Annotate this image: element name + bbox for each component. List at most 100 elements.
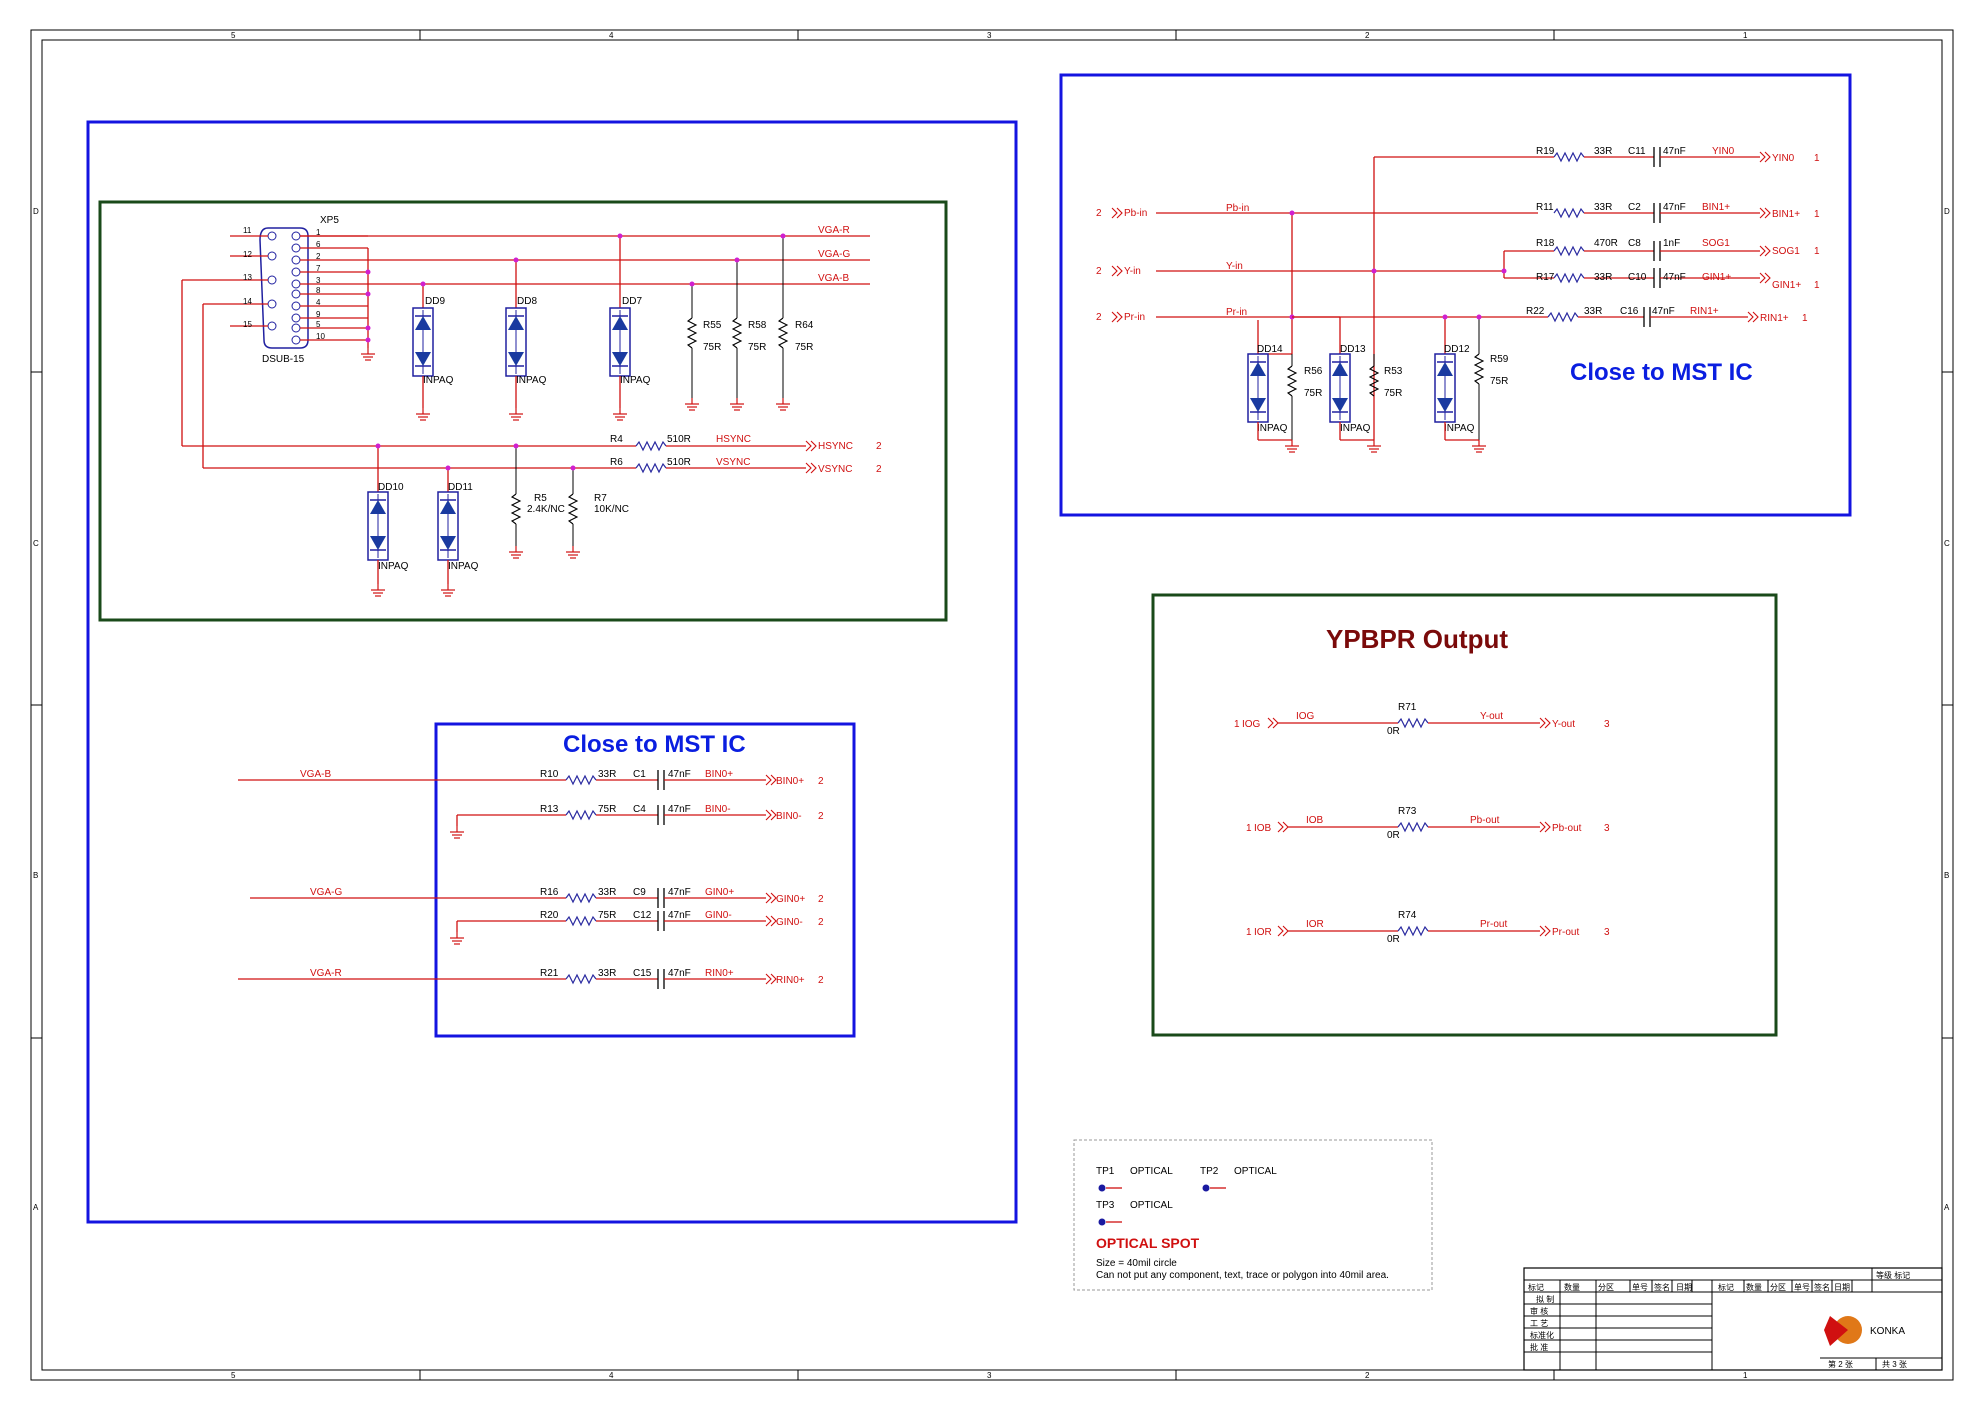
res-ref: R53: [1384, 366, 1403, 377]
tb-sheet-total: 共 3 张: [1882, 1360, 1907, 1369]
res-val: 33R: [598, 887, 616, 898]
res-ref: R7: [594, 493, 607, 504]
port-label: RIN1+: [1760, 313, 1789, 324]
net-label: RIN1+: [1690, 306, 1719, 317]
tb-hdr: 单号: [1632, 1282, 1648, 1292]
pin-label: 8: [316, 286, 321, 295]
res-ref: R10: [540, 769, 559, 780]
res-ref: R64: [795, 320, 814, 331]
port-label: IOB: [1254, 823, 1272, 834]
res-ref: R11: [1536, 202, 1554, 213]
sheet-border: 5 4 3 2 1 5 4 3 2 1 D C B A D C B A: [30, 29, 1954, 1381]
tb-hdr: 签名: [1814, 1282, 1830, 1292]
vga-termination: R55 75R R58 75R R64 75R: [684, 233, 814, 411]
net-label: YIN0: [1712, 146, 1735, 157]
tb-role: 标准化: [1530, 1330, 1554, 1340]
tb-hdr: 单号: [1794, 1282, 1810, 1292]
res-ref: R74: [1398, 910, 1417, 921]
sync-section: R4 510R HSYNC HSYNC 2 R6 510R VSYNC VSYN…: [182, 434, 882, 597]
sheet-ref: 1: [1234, 719, 1240, 730]
diode-part: INPAQ: [620, 375, 651, 386]
net-label: Pr-in: [1226, 307, 1247, 318]
pin-label: 1: [316, 228, 321, 237]
col-label: 2: [1365, 1371, 1370, 1380]
cap-val: 47nF: [1663, 146, 1686, 157]
sheet-ref: 2: [876, 441, 882, 452]
diode-ref: DD8: [517, 296, 537, 307]
port-label: Pr-out: [1552, 927, 1579, 938]
port-label: BIN0-: [776, 811, 802, 822]
net-label: BIN1+: [1702, 202, 1730, 213]
port-label: GIN0+: [776, 894, 805, 905]
net-label: SOG1: [1702, 238, 1730, 249]
diode-ref: DD9: [425, 296, 445, 307]
res-ref: R58: [748, 320, 767, 331]
col-label: 4: [609, 31, 614, 40]
tb-hdr: 数量: [1746, 1282, 1762, 1292]
res-ref: R71: [1398, 702, 1417, 713]
pin-label: 10: [316, 332, 325, 341]
res-ref: R18: [1536, 238, 1555, 249]
sheet-ref: 3: [1604, 823, 1610, 834]
res-ref: R5: [534, 493, 547, 504]
col-label: 3: [987, 1371, 992, 1380]
ypbpr-rows: 1 IOG IOG R71 0R Y-out Y-out 3 1 IOB IOB…: [1234, 702, 1610, 945]
port-label: BIN0+: [776, 776, 804, 787]
sheet-ref: 3: [1604, 719, 1610, 730]
tb-hdr: 标记: [1528, 1282, 1544, 1292]
res-ref: R73: [1398, 806, 1417, 817]
net-label: IOG: [1296, 711, 1315, 722]
net-label: GIN1+: [1702, 272, 1731, 283]
cap-val: 47nF: [668, 804, 691, 815]
optical-note: Can not put any component, text, trace o…: [1096, 1270, 1389, 1281]
cap-ref: C11: [1628, 146, 1646, 157]
mst-right-circuit: 2 Pb-in Pb-in 2 Y-in Y-in 2 Pr-in Pr-in …: [1096, 146, 1820, 453]
tb-hdr: 日期: [1676, 1283, 1692, 1292]
sheet-ref: 1: [1814, 246, 1820, 257]
sheet-ref: 2: [818, 776, 824, 787]
optical-note: Size = 40mil circle: [1096, 1258, 1177, 1269]
net-label: RIN0+: [705, 968, 734, 979]
sheet-ref: 1: [1246, 823, 1252, 834]
diode-ref: DD14: [1257, 344, 1283, 355]
pin-label: 14: [243, 297, 252, 306]
port-label: Pr-in: [1124, 312, 1145, 323]
row-label: B: [33, 871, 38, 880]
sheet-ref: 3: [1604, 927, 1610, 938]
res-val: 75R: [1304, 388, 1322, 399]
cap-val: 47nF: [668, 887, 691, 898]
res-val: 10K/NC: [594, 504, 629, 515]
port-label: SOG1: [1772, 246, 1800, 257]
sheet-ref: 2: [818, 975, 824, 986]
net-label: IOR: [1306, 919, 1324, 930]
cap-ref: C12: [633, 910, 652, 921]
tb-role: 拟 制: [1536, 1294, 1554, 1304]
optical-title: OPTICAL SPOT: [1096, 1235, 1200, 1251]
res-ref: R20: [540, 910, 559, 921]
sheet-ref: 2: [818, 917, 824, 928]
row-label: A: [33, 1203, 39, 1212]
cap-ref: C9: [633, 887, 646, 898]
vga-input-frame: [98, 200, 948, 622]
net-label: BIN0-: [705, 804, 731, 815]
diode-ref: DD13: [1340, 344, 1366, 355]
net-label: VGA-R: [818, 225, 850, 236]
net-label: GIN0+: [705, 887, 734, 898]
cap-val: 47nF: [1663, 202, 1686, 213]
port-label: HSYNC: [818, 441, 853, 452]
konka-logo-icon: [1824, 1316, 1862, 1346]
net-label: VGA-B: [818, 273, 849, 284]
res-ref: R17: [1536, 272, 1555, 283]
mst-left-rows: VGA-B R10 33R C1 47nF BIN0+ BIN0+ 2 R13 …: [238, 769, 824, 990]
mst-left-frame: [434, 722, 856, 1038]
testpoint-icon: [1098, 1184, 1106, 1192]
testpoint-ref: TP1: [1096, 1166, 1115, 1177]
port-label: Y-out: [1552, 719, 1575, 730]
mst-left-title: Close to MST IC: [563, 731, 746, 758]
tb-hdr: 签名: [1654, 1282, 1670, 1292]
net-label: VGA-G: [310, 887, 342, 898]
port-label: RIN0+: [776, 975, 805, 986]
net-label: IOB: [1306, 815, 1324, 826]
pin-label: 6: [316, 240, 321, 249]
